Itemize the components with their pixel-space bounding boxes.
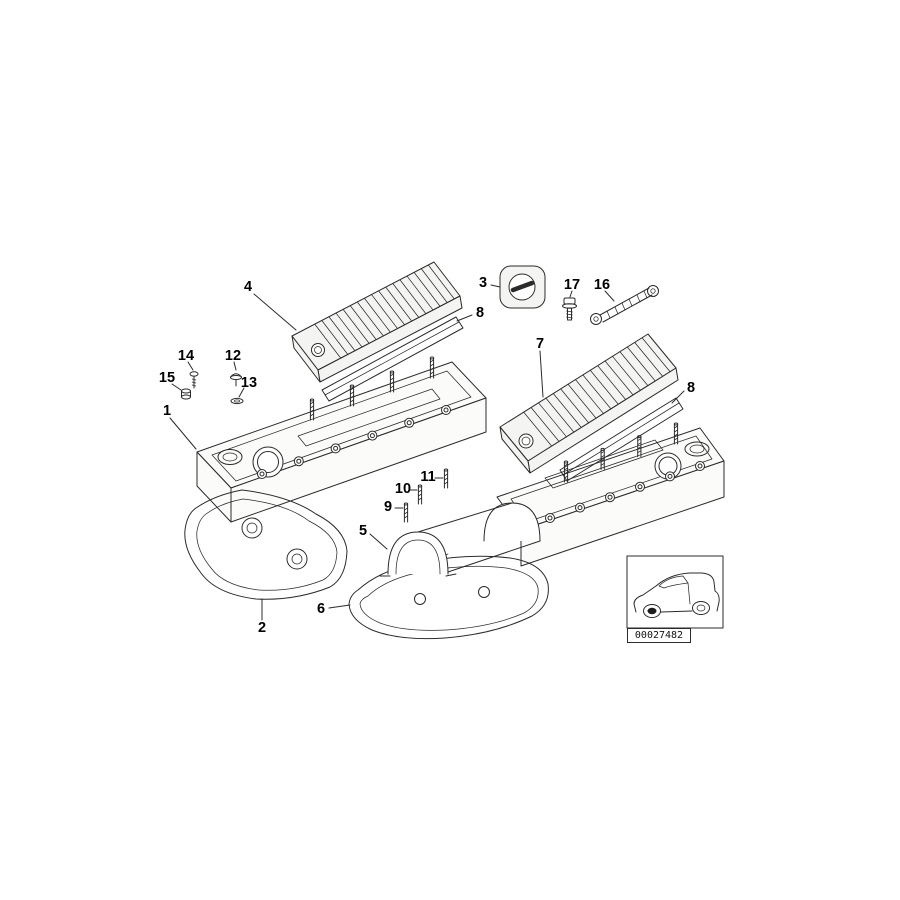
- callout-6[interactable]: 6: [316, 600, 326, 617]
- callout-1[interactable]: 1: [162, 402, 172, 419]
- oil-filler-cap: [499, 265, 546, 309]
- callout-14[interactable]: 14: [177, 347, 195, 364]
- valve-cover-right: [499, 333, 679, 474]
- cover-ribs-right: [523, 337, 671, 447]
- leader-lines: [169, 284, 685, 621]
- bolt-towers-left: [257, 405, 451, 479]
- cylinder-head-cover-left: [196, 356, 487, 523]
- car-icon: [633, 572, 720, 618]
- hex-bolt: [562, 297, 577, 321]
- washer-item: [230, 397, 244, 405]
- callout-16[interactable]: 16: [593, 276, 611, 293]
- studs-right: [563, 422, 679, 483]
- callout-15[interactable]: 15: [158, 369, 176, 386]
- callout-13[interactable]: 13: [240, 374, 258, 391]
- callout-2[interactable]: 2: [257, 619, 267, 636]
- callout-11[interactable]: 11: [420, 468, 436, 485]
- profile-gasket-right: [348, 555, 549, 640]
- valve-cover-left: [291, 261, 463, 383]
- callout-8a[interactable]: 8: [475, 304, 485, 321]
- callout-17[interactable]: 17: [563, 276, 581, 293]
- profile-gasket-left: [184, 489, 348, 600]
- callout-5[interactable]: 5: [358, 522, 368, 539]
- cylinder-head-cover-right: [496, 422, 725, 567]
- grommet-item: [181, 388, 191, 400]
- callout-8b[interactable]: 8: [686, 379, 696, 396]
- doc-number: 00027482: [634, 630, 684, 641]
- screw-item: [189, 371, 199, 389]
- studs-left: [309, 356, 435, 421]
- cover-gasket-right: [559, 397, 684, 482]
- callout-10[interactable]: 10: [394, 480, 412, 497]
- callout-7[interactable]: 7: [535, 335, 545, 352]
- callout-9[interactable]: 9: [383, 498, 393, 515]
- center-cover: [379, 502, 541, 577]
- callout-3[interactable]: 3: [478, 274, 488, 291]
- ground-strap: [590, 285, 659, 325]
- cover-gasket-left: [321, 316, 464, 402]
- callout-12[interactable]: 12: [224, 347, 242, 364]
- bolt-towers-right: [545, 461, 705, 523]
- vehicle-thumbnail: [626, 555, 724, 629]
- doc-number-box: 00027482: [627, 628, 691, 643]
- callout-4[interactable]: 4: [243, 278, 253, 295]
- stud-bolts: [403, 468, 449, 523]
- cover-ribs-left: [314, 264, 455, 359]
- dome-nut-item: [230, 373, 242, 387]
